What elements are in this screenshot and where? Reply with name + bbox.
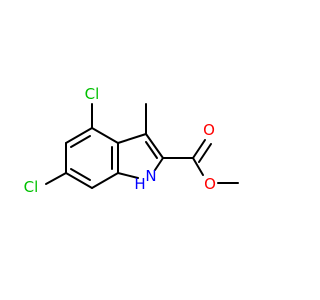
bond-c3-c2-inner xyxy=(145,141,158,159)
bond-n1-c7a xyxy=(117,172,139,179)
bond-c6-cl xyxy=(45,172,67,185)
carbonyl-oxygen-label: O xyxy=(203,121,215,139)
ester-oxygen-label: O xyxy=(204,175,216,193)
bond-c3a-c3 xyxy=(117,133,147,144)
bond-ccarbonyl-o-double-a xyxy=(192,139,206,159)
bond-c4-c5 xyxy=(65,127,93,144)
bond-c6-c7-inner xyxy=(70,168,91,181)
nitrogen-label: N xyxy=(145,167,156,185)
bond-c6-c7 xyxy=(65,172,93,189)
nitrogen-h-label: H xyxy=(134,175,145,193)
chlorine-label-top: Cl xyxy=(85,85,100,103)
bond-c3a-c4 xyxy=(91,127,119,144)
bond-ccarbonyl-oester xyxy=(192,157,204,176)
molecule-diagram: Cl Cl H N O O xyxy=(24,85,239,196)
chlorine-label-left: Cl xyxy=(24,178,39,196)
bond-ccarbonyl-o-double-b xyxy=(198,143,212,163)
structure-canvas: Cl Cl H N O O xyxy=(23,85,239,196)
bond-c4-c5-inner xyxy=(70,135,91,148)
bond-c3-c2 xyxy=(145,133,164,159)
bond-c7-c7a xyxy=(91,172,119,189)
bonds xyxy=(45,103,239,189)
atom-labels: Cl Cl H N O O xyxy=(24,85,216,196)
bond-c2-n1 xyxy=(154,157,164,171)
